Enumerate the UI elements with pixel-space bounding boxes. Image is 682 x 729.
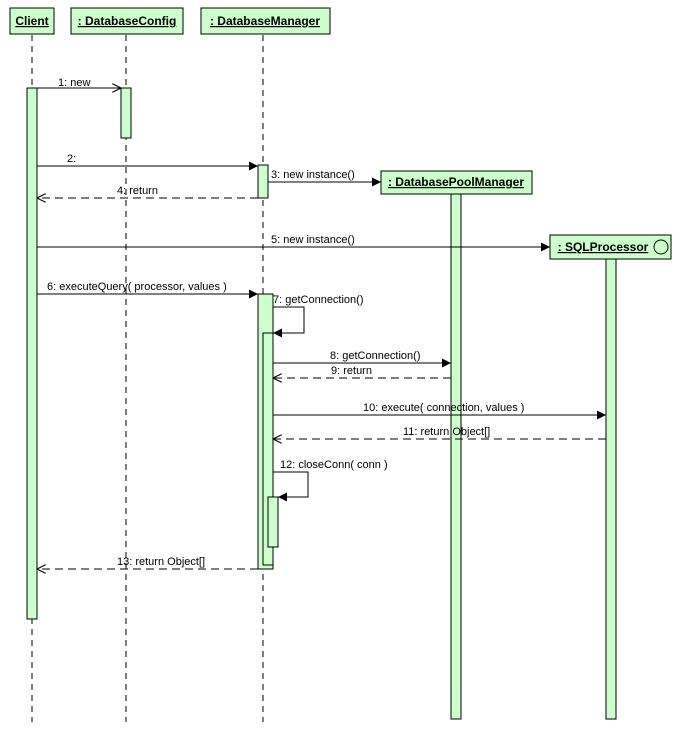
message-4-label: 4: return [117,185,158,197]
message-13-label: 13: return Object[] [117,556,205,568]
message-9-label: 9: return [331,365,372,377]
participant-sql-processor: : SQLProcessor [549,234,672,260]
message-10-label: 10: execute( connection, values ) [363,402,524,414]
activation-database-manager-1 [257,164,269,199]
participant-client-label: Client [15,14,48,28]
message-11-label: 11: return Object[] [403,426,490,438]
participant-database-manager-label: : DatabaseManager [210,14,320,28]
message-1-label: 1: new [58,77,90,89]
participant-client: Client [9,7,55,35]
activation-client [26,87,38,620]
activation-database-manager-3 [262,332,274,566]
activation-database-config [120,87,132,139]
participant-database-config-label: : DatabaseConfig [78,14,177,28]
message-3-label: 3: new instance() [271,169,355,181]
activation-database-manager-4 [267,496,279,548]
message-5-label: 5: new instance() [271,234,355,246]
activation-pool-manager [450,193,462,720]
message-6-label: 6: executeQuery( processor, values ) [47,281,227,293]
message-12-label: 12: closeConn( conn ) [280,459,388,471]
participant-database-pool-manager-label: : DatabasePoolManager [388,175,524,189]
message-2-label: 2: [67,153,76,165]
message-7-label: 7: getConnection() [273,294,364,306]
message-12-line [273,471,309,502]
activation-sql-processor [605,258,617,720]
message-7-line [273,306,305,338]
message-8-label: 8: getConnection() [330,350,421,362]
participant-database-config: : DatabaseConfig [70,7,184,35]
participant-database-pool-manager: : DatabasePoolManager [380,170,533,195]
entity-circle-icon [653,239,669,255]
participant-database-manager: : DatabaseManager [200,7,331,35]
participant-sql-processor-label: : SQLProcessor [558,240,649,254]
